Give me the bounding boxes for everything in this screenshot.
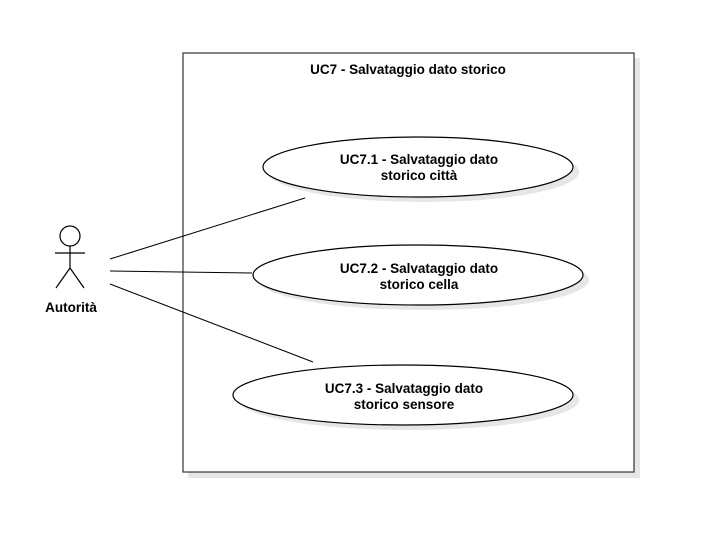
association-line-uc7-3 (109, 283, 314, 363)
actor-head (59, 225, 81, 247)
use-case-label-line1: UC7.2 - Salvataggio dato (340, 261, 498, 276)
associations (109, 197, 314, 363)
use-case-ellipse (232, 364, 574, 426)
use-case-label-line1: UC7.1 - Salvataggio dato (340, 152, 498, 167)
use-case-uc7-3: UC7.3 - Salvataggio dato storico sensore (232, 364, 579, 430)
use-case-uc7-1: UC7.1 - Salvataggio dato storico città (262, 136, 579, 202)
actor-label: Autorità (45, 300, 97, 315)
use-case-uc7-2: UC7.2 - Salvataggio dato storico cella (252, 244, 589, 310)
association-line-uc7-1 (109, 197, 306, 260)
use-case-ellipse (252, 244, 584, 306)
actor-autorita (55, 225, 85, 289)
use-case-label-line2: storico cella (380, 277, 459, 292)
actor-left-leg (55, 267, 71, 289)
actor-right-leg (69, 267, 85, 289)
association-line-uc7-2 (109, 270, 253, 274)
use-case-ellipse (262, 136, 574, 198)
use-case-label-line2: storico città (381, 168, 458, 183)
use-case-label-line1: UC7.3 - Salvataggio dato (325, 381, 483, 396)
system-title: UC7 - Salvataggio dato storico (310, 62, 506, 77)
use-case-label-line2: storico sensore (354, 397, 455, 412)
